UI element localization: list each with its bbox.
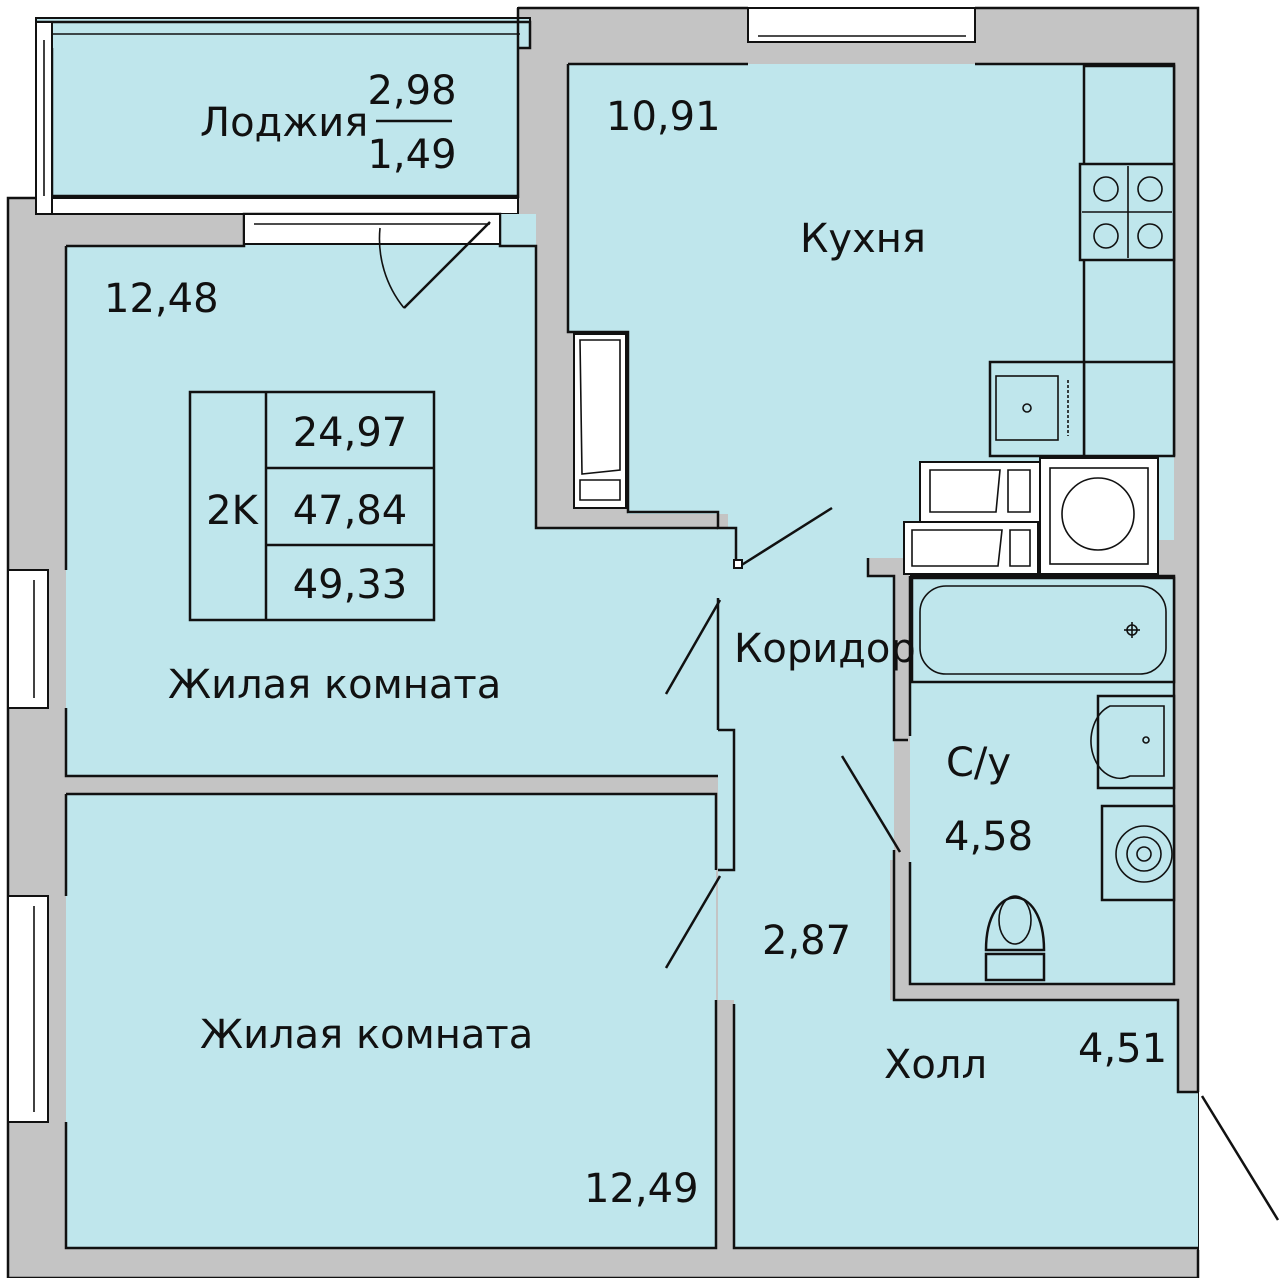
loggia-area-full: 2,98 [367,68,456,114]
kitchen-area [568,64,1174,860]
toilet-icon [984,895,1046,982]
living-room-2-area [66,794,716,1248]
kitchen-name: Кухня [800,216,926,262]
window-icon [7,895,49,1123]
corridor-area-label: 2,87 [762,918,851,964]
loggia-area-reduced: 1,49 [367,132,456,178]
living2-area-label: 12,49 [584,1166,699,1212]
window-icon [243,213,501,245]
window-icon [7,569,49,709]
window-icon [747,7,976,43]
corridor-hall-area [718,528,1198,1248]
door-icon [664,599,722,695]
bathroom-area-label: 4,58 [944,814,1033,860]
bathtub-icon [910,576,1176,684]
hall-name: Холл [884,1042,987,1088]
corridor-name: Коридор [734,626,916,672]
loggia-name: Лоджия [200,100,368,146]
stove-icon [1078,162,1176,262]
labels: Лоджия 2,98 1,49 10,91 Кухня 12,48 Жилая… [104,68,1167,1212]
door-icon [840,755,902,853]
window-icon [35,21,520,215]
doors [378,221,1280,1221]
total-area: 47,84 [293,488,408,534]
boiler-icon [1100,804,1176,902]
living1-area-label: 12,48 [104,276,219,322]
door-icon [378,221,491,309]
washbasin-icon [1090,694,1176,790]
kitchen-area-label: 10,91 [606,94,721,140]
living1-name: Жилая комната [168,662,501,708]
living-area-total: 24,97 [293,410,408,456]
door-icon [1200,1095,1280,1221]
washer-icon [1039,457,1159,575]
living2-name: Жилая комната [200,1012,533,1058]
plan-type: 2K [206,488,259,534]
door-icon [664,875,722,969]
bathroom-name: С/у [946,740,1011,786]
door-icon [733,506,833,569]
room-fills [52,50,1198,1248]
area-summary-table [188,390,436,622]
hall-area-label: 4,51 [1078,1026,1167,1072]
kitchen-furniture [573,64,1176,509]
loggia-area [52,50,518,196]
sink-icon [988,360,1086,458]
bathroom-fixtures [903,457,1176,982]
windows [7,7,976,1123]
total-with-loggia: 49,33 [293,562,408,608]
